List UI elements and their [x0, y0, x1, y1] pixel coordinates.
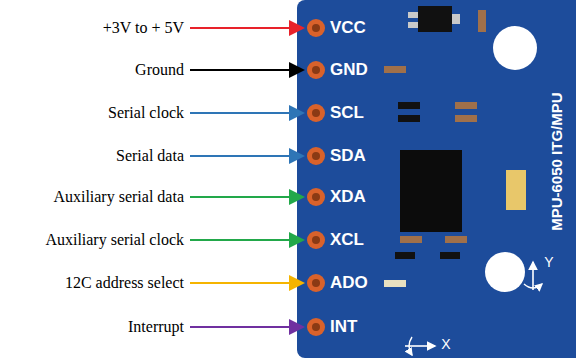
- imu-chip: [400, 150, 462, 232]
- axis-label: Y: [544, 254, 553, 270]
- pin-name: XDA: [330, 187, 366, 207]
- pin-header: [307, 19, 325, 336]
- pin-description: Auxiliary serial data: [53, 188, 184, 206]
- pin-name: SCL: [330, 103, 364, 123]
- pin-description: Ground: [135, 61, 184, 79]
- pin-name: VCC: [330, 18, 366, 38]
- mounting-hole: [493, 26, 537, 70]
- pin-description: 12C address select: [65, 274, 184, 292]
- resistor: [384, 66, 406, 73]
- pin-description: +3V to + 5V: [103, 19, 184, 37]
- pin-description: Auxiliary serial clock: [45, 231, 184, 249]
- pin-name: XCL: [330, 230, 364, 250]
- pin-name: SDA: [330, 146, 366, 166]
- regulator: [418, 6, 452, 32]
- leader-arrow: [190, 28, 303, 327]
- pin-description: Serial clock: [108, 104, 184, 122]
- pin-name: ADO: [330, 273, 368, 293]
- pin-name: INT: [330, 317, 357, 337]
- crystal: [506, 170, 526, 210]
- pin-description: Interrupt: [128, 318, 184, 336]
- pcb-board: [297, 0, 576, 358]
- mounting-hole: [485, 252, 525, 292]
- axis-label: X: [441, 336, 450, 352]
- pin-name: GND: [330, 60, 368, 80]
- axis-arrow: [532, 262, 534, 290]
- board-marking: MPU-6050 ITG/MPU: [547, 93, 564, 231]
- capacitor: [478, 10, 486, 32]
- pin-description: Serial data: [116, 147, 184, 165]
